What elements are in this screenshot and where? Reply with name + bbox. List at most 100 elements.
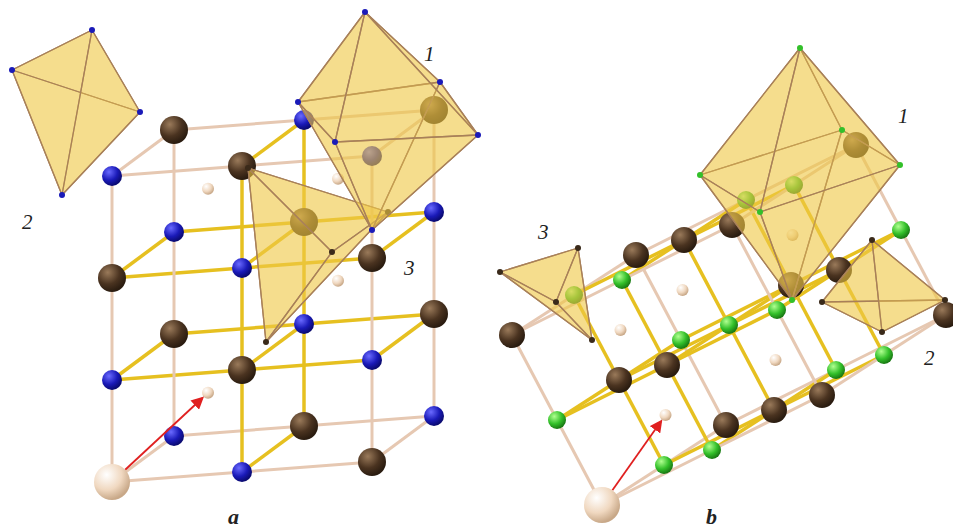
coordination-tetrahedron: [497, 245, 595, 343]
panel-letter: a: [228, 506, 239, 528]
polyhedron-vertex: [897, 162, 903, 168]
polyhedron-vertex: [789, 297, 795, 303]
polyhedron-vertex: [362, 9, 368, 15]
callout-number: 2: [22, 212, 33, 233]
cell-frame-line: [433, 314, 436, 416]
lattice-bond: [174, 324, 304, 334]
callout-number: 2: [924, 348, 935, 369]
polyhedron-vertex: [869, 237, 875, 243]
lattice-bond: [684, 240, 729, 325]
interstitial-atom: [660, 409, 672, 421]
interstitial-atom: [202, 183, 214, 195]
interstitial-atom: [615, 324, 627, 336]
lattice-bond: [112, 370, 242, 380]
cell-frame-line: [174, 120, 304, 130]
lattice-bond: [242, 360, 372, 370]
cell-frame-line: [111, 176, 114, 278]
lattice-bond: [664, 410, 774, 465]
polyhedron-vertex: [329, 249, 335, 255]
lattice-bond: [619, 325, 729, 380]
callout-number: 1: [424, 44, 435, 65]
lattice-bond: [557, 365, 667, 420]
lattice-bond: [622, 280, 667, 365]
polyhedron-face: [335, 12, 478, 142]
nonmetal-atom: [164, 426, 184, 446]
lattice-bond: [112, 268, 242, 278]
polyhedron-vertex: [589, 337, 595, 343]
nonmetal-atom: [892, 221, 910, 239]
cell-frame-line: [712, 395, 822, 450]
lattice-bond: [240, 166, 244, 268]
callout-number: 3: [538, 222, 549, 243]
polyhedron-face: [500, 248, 592, 340]
shift-vector-arrow: [125, 398, 202, 470]
polyhedron-vertex: [369, 227, 375, 233]
metal-atom: [499, 322, 525, 348]
interstitial-atom: [332, 275, 344, 287]
nonmetal-atom: [720, 316, 738, 334]
shift-vector-arrow: [612, 422, 661, 491]
nonmetal-atom: [424, 202, 444, 222]
polyhedron-vertex: [497, 269, 503, 275]
cell-frame-line: [371, 258, 374, 360]
polyhedron-face: [556, 248, 592, 340]
polyhedron-face: [872, 240, 945, 332]
cell-frame-line: [242, 462, 372, 472]
cell-frame-line: [112, 166, 242, 176]
polyhedron-face: [760, 165, 900, 300]
nonmetal-atom: [424, 406, 444, 426]
lattice-bond: [574, 240, 684, 295]
callout-number: 3: [404, 258, 415, 279]
polyhedron-vertex: [475, 132, 481, 138]
metal-atom: [761, 397, 787, 423]
cell-frame-line: [622, 225, 732, 280]
nonmetal-atom: [548, 411, 566, 429]
lattice-bond: [240, 370, 244, 472]
lattice-bond: [774, 355, 884, 410]
metal-atom: [671, 227, 697, 253]
nonmetal-atom: [613, 271, 631, 289]
coordination-octahedron: [697, 45, 903, 303]
metal-atom: [358, 448, 386, 476]
cell-frame-line: [173, 232, 176, 334]
lattice-bond: [667, 365, 712, 450]
metal-atom: [358, 244, 386, 272]
metal-atom: [606, 367, 632, 393]
interstitial-atom: [202, 387, 214, 399]
lattice-bond: [619, 380, 664, 465]
cell-frame-line: [304, 416, 434, 426]
polyhedron-vertex: [839, 127, 845, 133]
metal-atom: [98, 264, 126, 292]
polyhedron-vertex: [553, 299, 559, 305]
panel-letter: b: [706, 506, 717, 528]
polyhedron-vertex: [942, 297, 948, 303]
cell-frame-line: [174, 426, 304, 436]
polyhedron-vertex: [9, 67, 15, 73]
origin-atom: [94, 464, 130, 500]
cell-frame-line: [512, 335, 557, 420]
polyhedron-vertex: [295, 99, 301, 105]
nonmetal-atom: [294, 314, 314, 334]
metal-atom: [809, 382, 835, 408]
polyhedron-vertex: [89, 27, 95, 33]
polyhedron-vertex: [137, 109, 143, 115]
nonmetal-atom: [232, 462, 252, 482]
lattice-bond: [729, 325, 774, 410]
cell-frame-line: [111, 278, 114, 380]
metal-atom: [654, 352, 680, 378]
coordination-tetrahedron: [9, 27, 143, 198]
nonmetal-atom: [655, 456, 673, 474]
nonmetal-atom: [102, 370, 122, 390]
cell-frame-line: [173, 130, 176, 232]
lattice-b: [499, 132, 953, 523]
polyhedron-vertex: [697, 172, 703, 178]
coordination-tetrahedron: [819, 237, 948, 335]
lattice-bond: [667, 310, 777, 365]
coordination-octahedron: [295, 9, 481, 233]
polyhedron-vertex: [757, 209, 763, 215]
interstitial-atom: [677, 284, 689, 296]
polyhedron-face: [62, 30, 140, 195]
callout-number: 1: [898, 106, 909, 127]
polyhedron-vertex: [263, 339, 269, 345]
